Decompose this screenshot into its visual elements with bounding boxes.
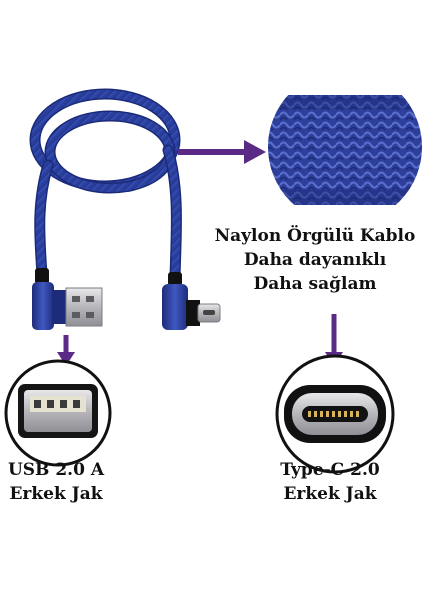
- caption-line: Naylon Örgülü Kablo: [214, 226, 416, 246]
- caption-line: Type-C 2.0: [280, 460, 380, 480]
- arrow-right-icon: [178, 140, 266, 164]
- type-c-caption: Type-C 2.0 Erkek Jak: [268, 458, 392, 506]
- arrow-down-icon: [57, 335, 75, 366]
- caption-line: Daha sağlam: [253, 274, 377, 294]
- type-c-connector: [162, 272, 221, 330]
- braid-detail-circle: [266, 68, 424, 226]
- caption-line: USB 2.0 A: [7, 460, 105, 480]
- braided-cable-caption: Naylon Örgülü Kablo Daha dayanıklı Daha …: [200, 224, 424, 296]
- type-c-port-circle: [275, 354, 395, 474]
- usb-a-port-circle: [4, 359, 112, 467]
- caption-line: Daha dayanıklı: [243, 250, 387, 270]
- caption-line: Erkek Jak: [9, 484, 103, 504]
- usb-a-connector: [32, 268, 103, 330]
- cable-coil: [29, 88, 182, 284]
- caption-line: Erkek Jak: [283, 484, 377, 504]
- usb-caption: USB 2.0 A Erkek Jak: [0, 458, 112, 506]
